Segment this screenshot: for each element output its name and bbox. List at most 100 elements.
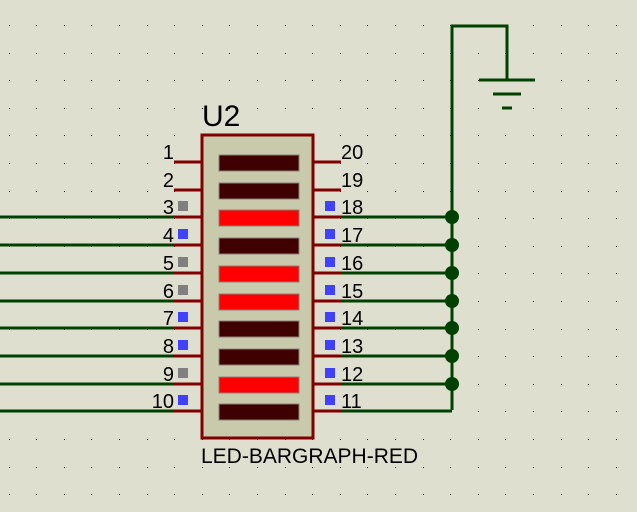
grid-dot [147, 163, 148, 164]
grid-dot [9, 135, 10, 136]
grid-dot [478, 439, 479, 440]
grid-dot [588, 191, 589, 192]
grid-dot [561, 218, 562, 219]
grid-dot [588, 467, 589, 468]
grid-dot [588, 273, 589, 274]
grid-dot [478, 494, 479, 495]
grid-dot [561, 191, 562, 192]
grid-dot [257, 53, 258, 54]
grid-dot [9, 108, 10, 109]
pin-label: 19 [341, 170, 363, 192]
grid-dot [367, 108, 368, 109]
led-segment-9 [218, 376, 300, 394]
grid-dot [64, 108, 65, 109]
component-part-name[interactable]: LED-BARGRAPH-RED [201, 445, 418, 468]
led-segment-1 [218, 154, 300, 172]
grid-dot [147, 439, 148, 440]
led-segment-6 [218, 293, 300, 311]
grid-dot [36, 25, 37, 26]
grid-dot [533, 108, 534, 109]
component-ref[interactable]: U2 [202, 100, 240, 133]
pin-label: 17 [341, 225, 363, 247]
grid-dot [533, 25, 534, 26]
grid-dot [119, 191, 120, 192]
grid-dot [229, 53, 230, 54]
grid-dot [616, 218, 617, 219]
grid-dot [9, 25, 10, 26]
led-segment-5 [218, 265, 300, 283]
grid-dot [367, 191, 368, 192]
grid-dot [340, 467, 341, 468]
grid-dot [478, 411, 479, 412]
grid-dot [202, 25, 203, 26]
grid-dot [616, 191, 617, 192]
ground-icon[interactable] [479, 78, 535, 110]
junctions [445, 210, 459, 391]
grid-dot [423, 163, 424, 164]
grid-dot [202, 80, 203, 81]
pin-state-indicator [325, 229, 335, 239]
grid-dot [561, 80, 562, 81]
grid-dot [119, 135, 120, 136]
grid-dot [588, 411, 589, 412]
grid-dot [423, 53, 424, 54]
grid-dot [36, 53, 37, 54]
grid-dot [147, 494, 148, 495]
grid-dot [9, 80, 10, 81]
grid-dot [91, 191, 92, 192]
grid-dot [588, 246, 589, 247]
pin-label: 12 [341, 364, 363, 386]
grid-dot [64, 163, 65, 164]
grid-dot [36, 494, 37, 495]
grid-dot [147, 135, 148, 136]
pin-state-indicator [325, 257, 335, 267]
pin-label: 5 [163, 253, 174, 275]
grid-dot [505, 439, 506, 440]
grid-dot [174, 53, 175, 54]
grid-dot [588, 108, 589, 109]
grid-dot [147, 53, 148, 54]
pin-state-indicator [178, 395, 188, 405]
junction-dot [445, 266, 459, 280]
grid-dot [9, 494, 10, 495]
grid-dot [478, 108, 479, 109]
grid-dot [478, 356, 479, 357]
grid-dot [9, 467, 10, 468]
grid-dot [119, 467, 120, 468]
grid-dot [340, 53, 341, 54]
grid-dot [505, 467, 506, 468]
grid-dot [561, 108, 562, 109]
grid-dot [229, 25, 230, 26]
ground-wire[interactable] [450, 24, 509, 410]
grid-dot [588, 25, 589, 26]
led-segment-4 [218, 237, 300, 255]
grid-dot [36, 467, 37, 468]
grid-dot [533, 439, 534, 440]
pin-state-indicator [325, 395, 335, 405]
grid-dot [64, 191, 65, 192]
grid-dot [450, 467, 451, 468]
grid-dot [478, 273, 479, 274]
grid-dot [312, 108, 313, 109]
grid-dot [285, 53, 286, 54]
grid-dot [91, 80, 92, 81]
grid-dot [561, 467, 562, 468]
grid-dot [91, 163, 92, 164]
led-bargraph-component[interactable]: U2 LED-BARGRAPH-RED [200, 100, 418, 468]
grid-dot [174, 467, 175, 468]
grid-dot [588, 384, 589, 385]
grid-dot [285, 494, 286, 495]
led-segment-2 [218, 182, 300, 200]
grid-dot [9, 53, 10, 54]
junction-dot [445, 377, 459, 391]
grid-dot [505, 384, 506, 385]
ground-net[interactable] [450, 24, 535, 410]
grid-dot [147, 191, 148, 192]
grid-dot [91, 467, 92, 468]
grid-dot [395, 108, 396, 109]
grid-dot [312, 467, 313, 468]
pin-label: 4 [163, 225, 174, 247]
grid-dot [174, 108, 175, 109]
grid-dot [616, 273, 617, 274]
